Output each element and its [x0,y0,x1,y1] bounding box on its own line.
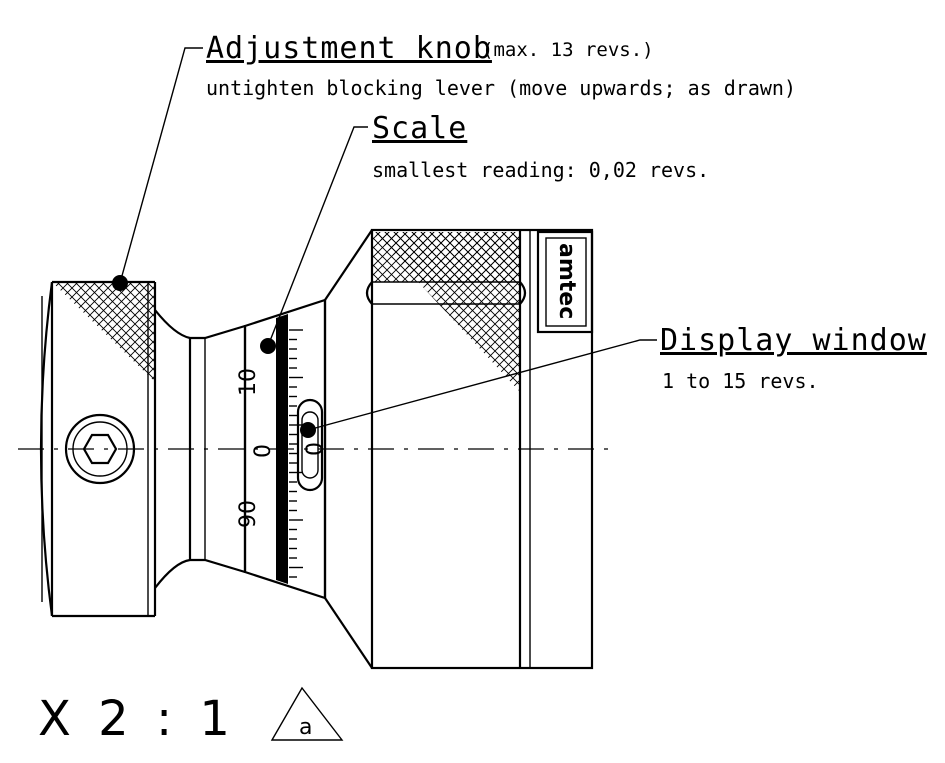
adjustment-knob-description: untighten blocking lever (move upwards; … [206,76,796,100]
cone-section [323,229,373,669]
scale-drum [243,298,327,600]
hex-socket-icon [82,433,118,465]
revision-triangle [270,686,344,741]
leader-dot-knob [112,275,128,291]
leader-scale [267,126,368,347]
brand-plate [536,230,594,334]
body-hatch-top [372,232,520,282]
leader-adjustment-knob [119,47,203,284]
leader-dot-scale [260,338,276,354]
display-window-digit: 0 [303,442,328,456]
adjustment-knob-title: Adjustment knob [206,31,492,66]
scale-digit-middle: 0 [251,444,276,458]
leader-dot-window [300,422,316,438]
revision-letter: a [299,715,312,740]
knurl-hatch [52,282,155,382]
detail-scale-label: X 2 : 1 [38,691,236,747]
leader-display-window [307,339,657,431]
scale-digit-top: 10 [236,368,261,396]
brand-logo: amtec [554,243,579,319]
adjustment-knob-note: (max. 13 revs.) [482,39,654,61]
scale-band [276,314,288,584]
socket-screw-outer [64,413,136,485]
display-window [296,398,324,492]
display-window-title: Display window [660,323,927,358]
display-window-description: 1 to 15 revs. [662,369,819,393]
scale-title: Scale [372,111,467,146]
scale-digit-bottom: 90 [236,500,261,528]
scale-description: smallest reading: 0,02 revs. [372,158,709,182]
